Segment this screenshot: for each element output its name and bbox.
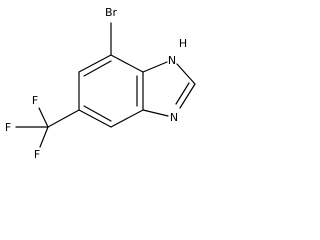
bond-c4-c5-inner [83, 105, 112, 122]
bond-n3-c3a [142, 109, 169, 117]
bromine-label: Br [105, 6, 118, 19]
bond-c2-n3-inner [175, 82, 190, 105]
bond-c7a-n1 [142, 61, 168, 73]
benzimidazole-structure-diagram: Br N H N F F F [5, 6, 196, 161]
bond-cf3-f-top [38, 107, 49, 128]
bond-c6-c7 [78, 54, 112, 73]
bond-n1-c2 [176, 63, 196, 85]
bond-c2-n3 [179, 83, 196, 109]
nitrogen-label: N [170, 111, 178, 124]
bond-c4-c5 [78, 109, 112, 128]
fluorine-bottom-label: F [34, 148, 40, 161]
bond-c3a-c4 [110, 109, 144, 128]
fluorine-top-label: F [32, 94, 38, 107]
fluorine-left-label: F [5, 121, 11, 134]
bond-c5-cf3 [47, 109, 80, 128]
nitrogen-h-label: N [168, 54, 176, 67]
hydrogen-label: H [179, 37, 187, 50]
bond-c6-c7-inner [83, 60, 112, 77]
bond-cf3-f-bottom [39, 126, 49, 148]
bond-c7-c7a [110, 54, 144, 73]
